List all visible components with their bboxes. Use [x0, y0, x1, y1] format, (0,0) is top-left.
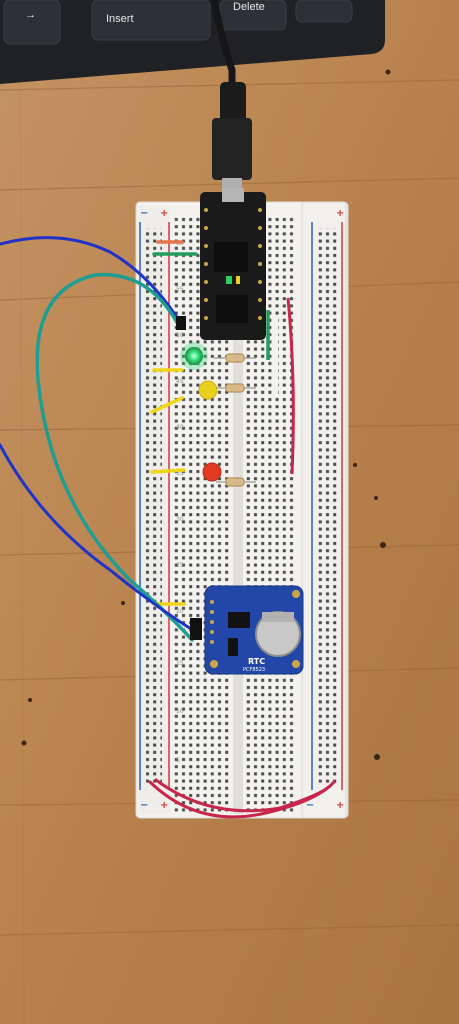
- row-number: 50: [176, 332, 184, 339]
- row-number: 55: [176, 286, 184, 293]
- row-number: 40: [176, 424, 184, 431]
- key-delete-label: Delete: [233, 1, 265, 13]
- row-number: 35: [176, 470, 184, 477]
- row-number: 5: [176, 757, 180, 764]
- long-jumper-wires: [0, 236, 202, 642]
- left-rail-plus-bottom: +: [160, 800, 168, 811]
- blue-wire-bottom: [0, 443, 198, 634]
- right-rail-minus-bottom: −: [306, 800, 314, 811]
- left-rail-plus-top: +: [160, 208, 168, 219]
- row-number: 15: [176, 660, 184, 667]
- right-rail-plus-bottom: +: [336, 800, 344, 811]
- red-bottom-loop-wire: [148, 778, 336, 819]
- teal-wire-loop: [35, 272, 194, 642]
- red-vertical-wire: [286, 297, 295, 475]
- row-number: 30: [176, 516, 184, 523]
- row-number: 20: [176, 608, 184, 615]
- white-and-green-leads: [266, 310, 278, 395]
- microcontroller-board: [200, 188, 266, 340]
- blue-wire-top: [0, 236, 182, 324]
- wood-knots: [21, 69, 391, 760]
- key-insert-label: Insert: [106, 13, 134, 25]
- keyboard-key: →: [3, 0, 61, 45]
- keyboard: → Insert Delete: [0, 0, 385, 84]
- row-number: 10: [176, 708, 184, 715]
- rtc-chip-label: PCF8523: [243, 667, 265, 673]
- row-number: 25: [176, 562, 184, 569]
- row-number: 45: [176, 378, 184, 385]
- right-rail-plus-top: +: [336, 208, 344, 219]
- rtc-label: RTC: [248, 657, 265, 666]
- left-rail-minus-top: −: [140, 208, 148, 219]
- center-channel: [233, 206, 243, 814]
- led-yellow: [198, 380, 218, 400]
- keyboard-key-insert: Insert: [91, 0, 211, 41]
- resistors: [214, 353, 256, 487]
- rtc-breakout-board: RTC PCF8523: [204, 585, 304, 675]
- left-rail-minus-bottom: −: [140, 800, 148, 811]
- keyboard-key-delete: Delete: [219, 0, 287, 31]
- led-red: [202, 462, 222, 482]
- arrow-right-icon: →: [25, 9, 36, 21]
- led-green: [180, 342, 208, 370]
- jumper-wires-top: [152, 240, 198, 256]
